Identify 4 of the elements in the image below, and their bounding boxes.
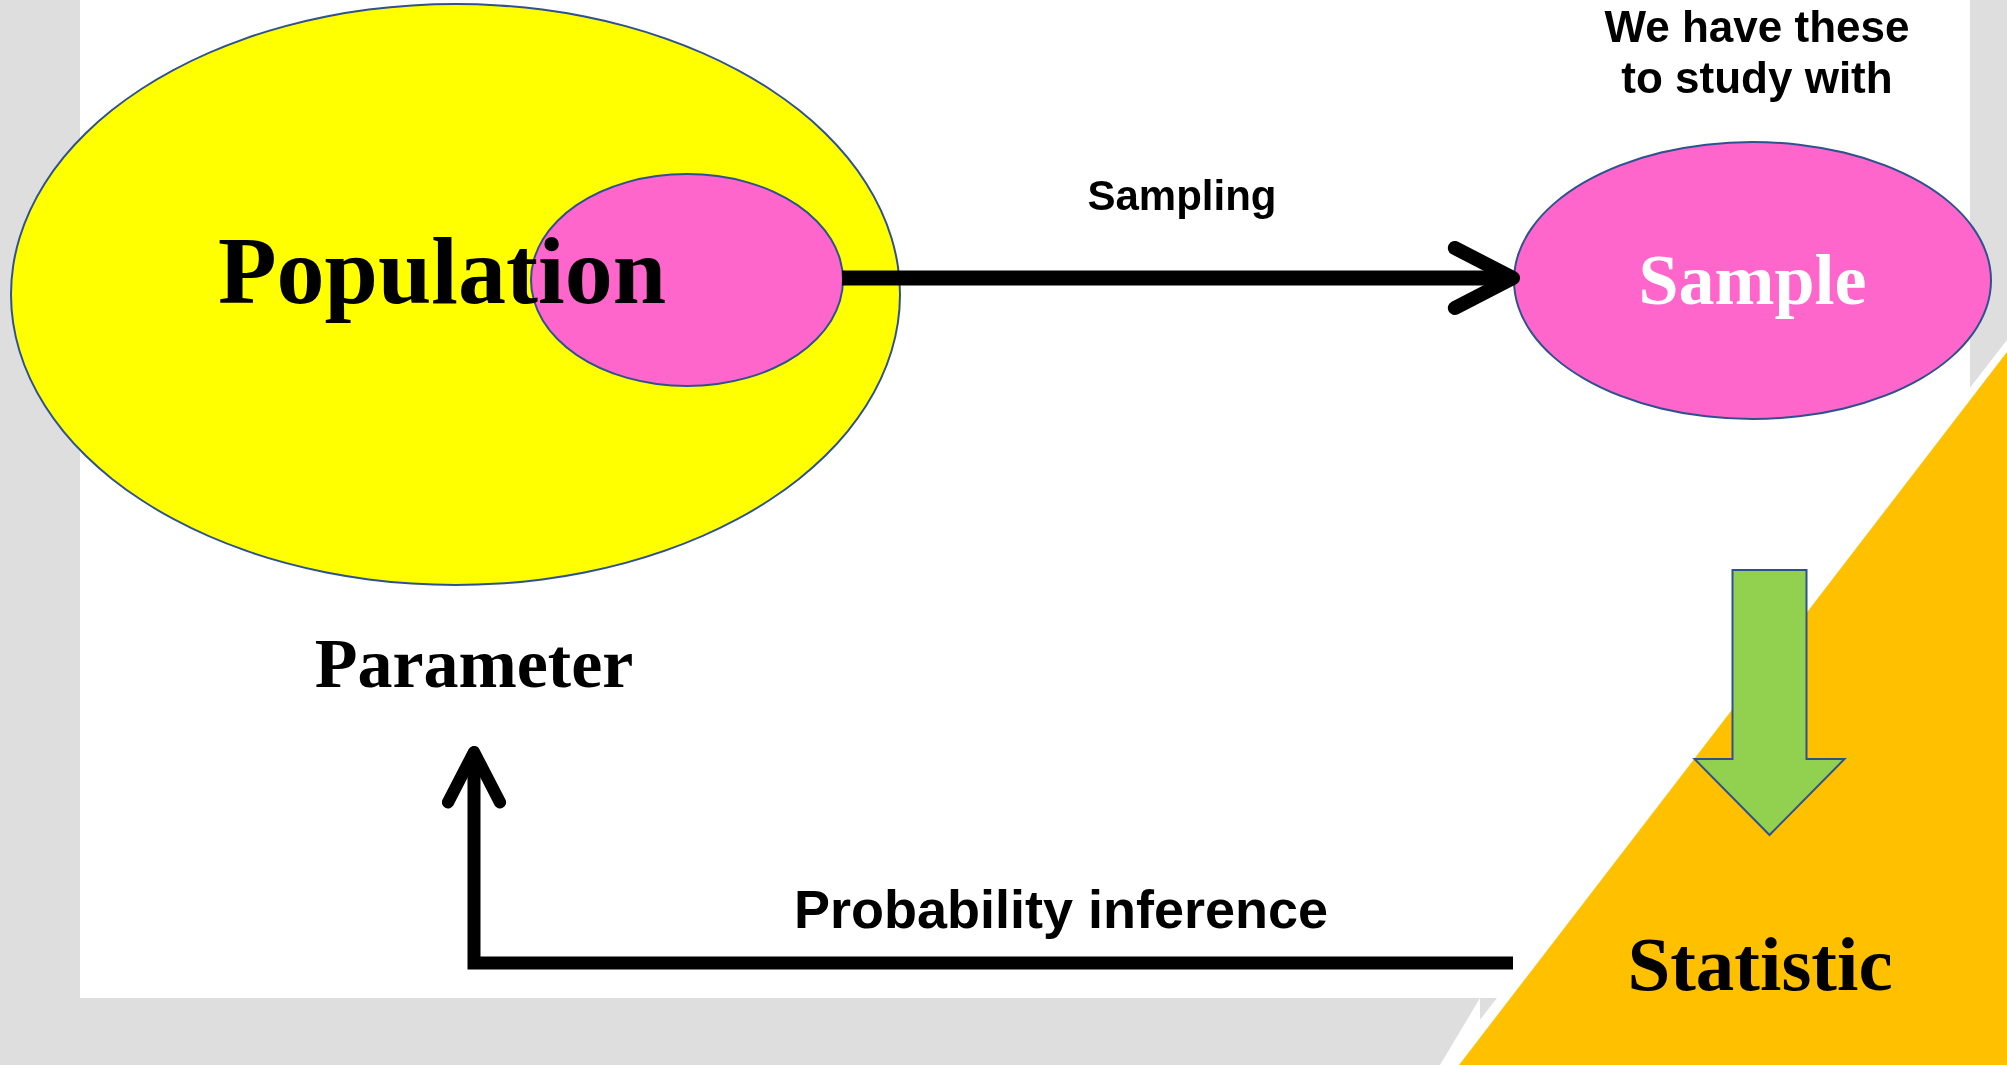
node-label: Parameter <box>314 625 634 702</box>
annotation-text: We have these to study with <box>1603 2 1911 104</box>
node-label: Sample <box>1638 240 1867 321</box>
node-label: Statistic <box>1627 922 1893 1007</box>
